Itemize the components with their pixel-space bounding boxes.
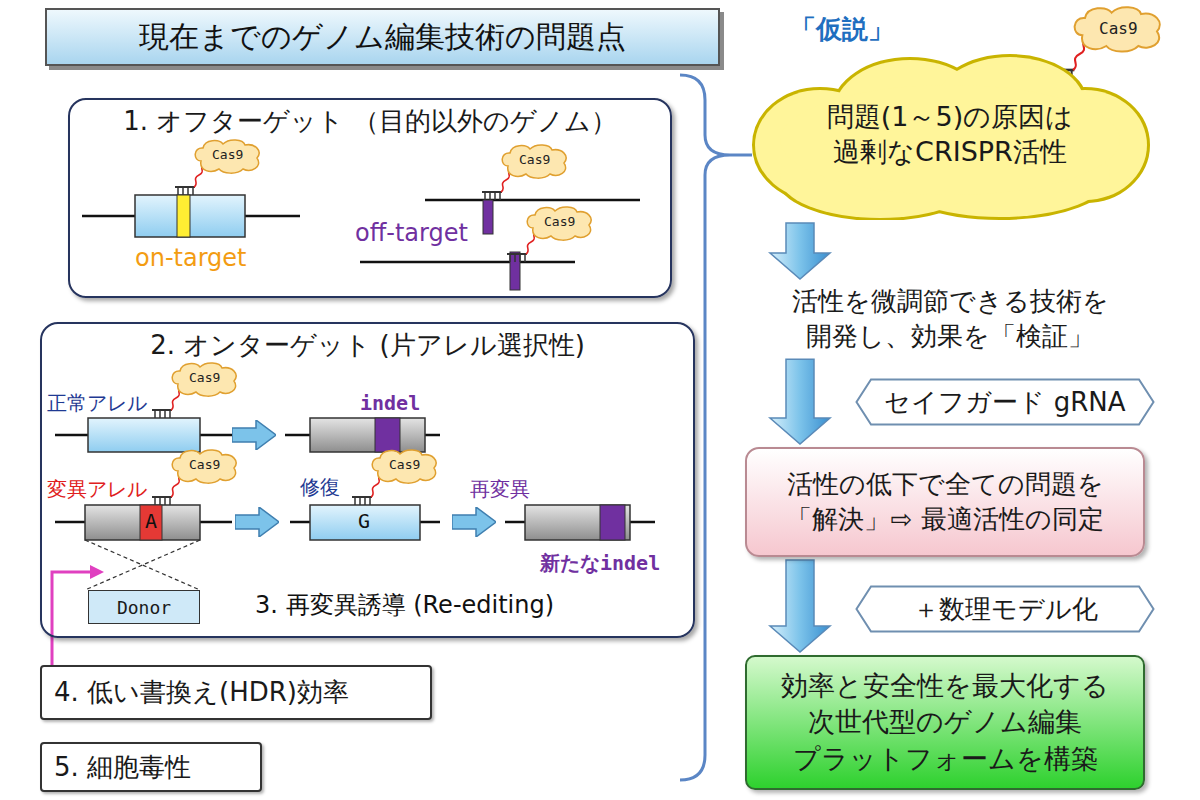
title-text: 現在までのゲノム編集技術の問題点 xyxy=(139,17,626,58)
problem-box: 4. 低い書換え(HDR)効率 xyxy=(40,665,432,720)
label: Cas9 xyxy=(212,148,243,163)
text-block: 活性を微調節できる技術を 開発し、効果を「検証」 xyxy=(740,282,1160,356)
hexagon-tag: セイフガード gRNA xyxy=(855,378,1155,426)
node-text: Donor xyxy=(117,597,171,618)
label: off-target xyxy=(355,220,468,248)
label: 変異アレル xyxy=(47,478,147,501)
label: Cas9 xyxy=(1099,20,1138,38)
off-target-dna xyxy=(360,145,640,290)
label: A xyxy=(145,510,157,533)
label: Cas9 xyxy=(389,458,420,473)
node-text: 4. 低い書換え(HDR)効率 xyxy=(54,675,349,710)
node-text: セイフガード gRNA xyxy=(884,385,1125,420)
label: Cas9 xyxy=(519,153,550,168)
label: 3. 再変異誘導 (Re-editing) xyxy=(255,592,554,620)
bracket xyxy=(680,75,752,780)
hexagon-outline xyxy=(857,587,1154,632)
label: indel xyxy=(360,392,420,415)
cloud-shape xyxy=(750,50,1150,220)
label: 新たなindel xyxy=(540,552,660,575)
block-arrow xyxy=(770,359,830,444)
label: G xyxy=(358,510,370,533)
label: on-target xyxy=(135,245,247,273)
node-text: 問題(1～5)の原因は 過剰なCRISPR活性 xyxy=(750,99,1150,169)
hypothesis-cloud: 「仮説」問題(1～5)の原因は 過剰なCRISPR活性 xyxy=(750,0,1150,220)
block-arrow xyxy=(770,560,830,652)
problem-box: 5. 細胞毒性 xyxy=(40,742,262,792)
label: 再変異 xyxy=(470,478,530,501)
label: Cas9 xyxy=(189,458,220,473)
node-text: 5. 細胞毒性 xyxy=(54,750,191,785)
label: Cas9 xyxy=(544,215,575,230)
node-text: ＋数理モデル化 xyxy=(913,592,1098,627)
goal-box: 効率と安全性を最大化する 次世代型のゲノム編集 プラットフォームを構築 xyxy=(745,655,1145,790)
label: 修復 xyxy=(300,476,340,499)
node-text: 1. オフターゲット （目的以外のゲノム） xyxy=(70,104,670,139)
hexagon-tag: ＋数理モデル化 xyxy=(855,585,1155,633)
node-text: 活性を微調節できる技術を 開発し、効果を「検証」 xyxy=(746,284,1154,354)
label: 正常アレル xyxy=(47,392,147,415)
hexagon-outline xyxy=(857,380,1154,425)
block-arrow xyxy=(770,223,830,279)
label: Cas9 xyxy=(189,371,220,386)
on-target-dna xyxy=(82,140,300,237)
node-text: 「仮説」 xyxy=(790,12,1150,47)
node-text: 効率と安全性を最大化する 次世代型のゲノム編集 プラットフォームを構築 xyxy=(759,668,1131,777)
donor-box: Donor xyxy=(88,590,200,624)
node-text: 活性の低下で全ての問題を 「解決」⇨ 最適活性の同定 xyxy=(759,467,1131,537)
node-text: 2. オンターゲット (片アレル選択性) xyxy=(42,328,693,363)
title-box: 現在までのゲノム編集技術の問題点 xyxy=(45,8,720,66)
result-box: 活性の低下で全ての問題を 「解決」⇨ 最適活性の同定 xyxy=(745,447,1145,557)
